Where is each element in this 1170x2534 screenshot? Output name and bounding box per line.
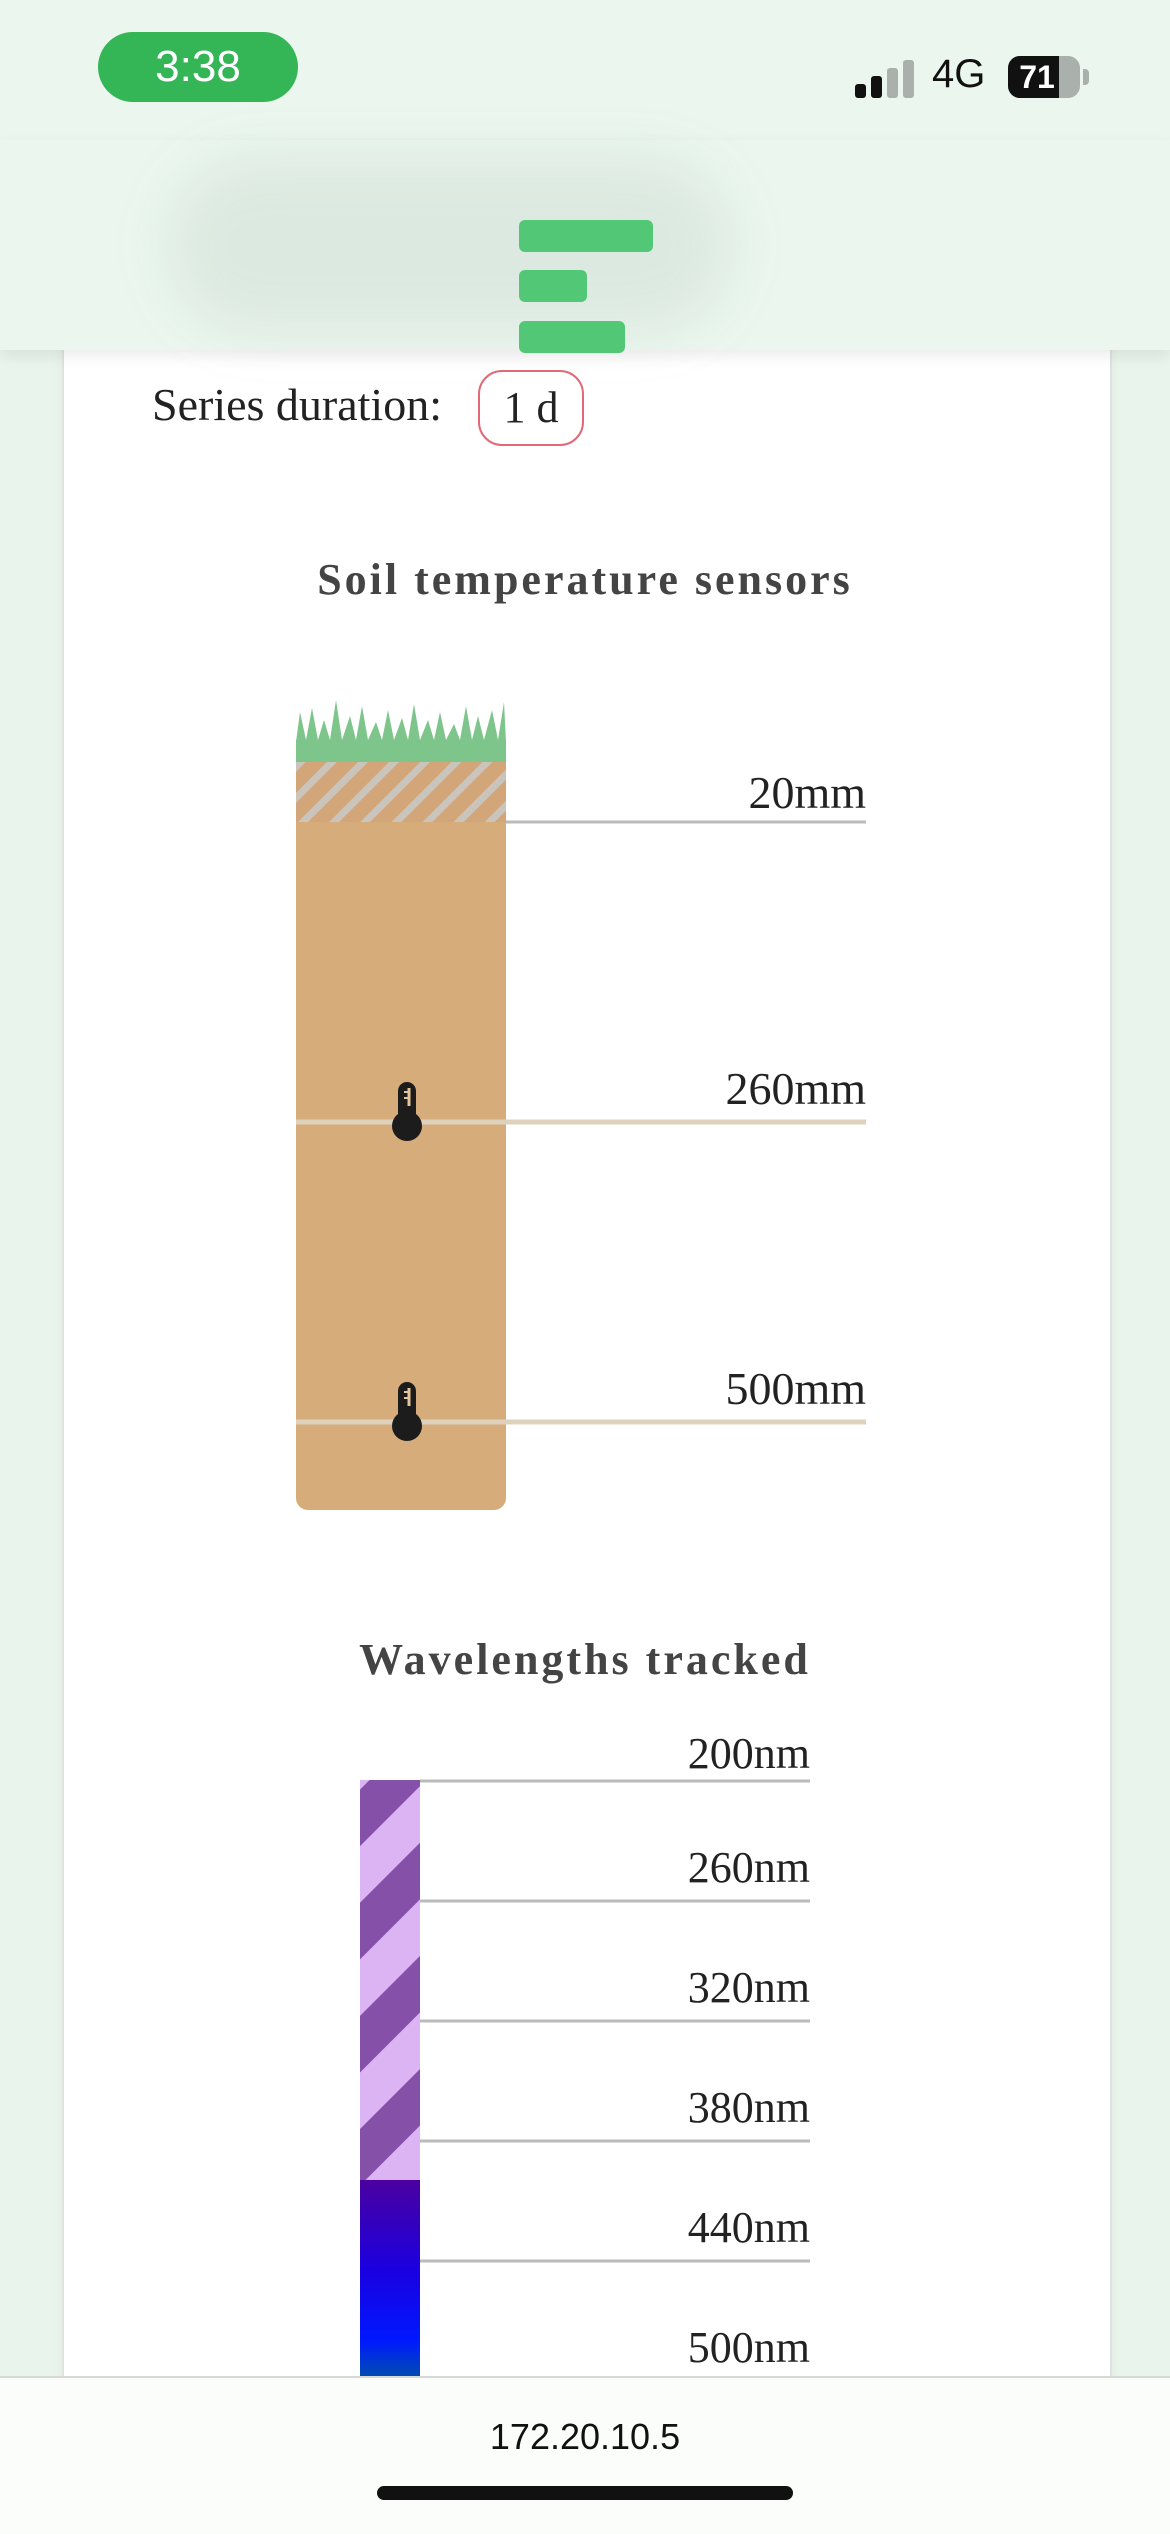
wavelength-label: 320nm: [687, 1963, 810, 2012]
battery-nub: [1083, 69, 1089, 85]
wavelength-label: 380nm: [687, 2083, 810, 2132]
grass-strip: [296, 740, 506, 762]
app-header: [0, 140, 1170, 353]
home-indicator[interactable]: [377, 2486, 793, 2500]
depth-label: 500mm: [725, 1363, 866, 1414]
battery-level: 71: [1019, 59, 1055, 95]
thermometer-icon: [392, 1382, 422, 1441]
battery-icon: 71: [1008, 56, 1080, 98]
network-type: 4G: [932, 52, 986, 96]
wavelength-label: 200nm: [687, 1729, 810, 1778]
wavelength-label: 260nm: [687, 1843, 810, 1892]
thermometer-icon: [392, 1082, 422, 1141]
sensor-diagrams: [296, 700, 866, 2380]
address-bar-url[interactable]: 172.20.10.5: [489, 2416, 681, 2457]
wavelength-bar: [360, 1780, 420, 2380]
soil-section-title: Soil temperature sensors: [317, 555, 853, 604]
wavelength-label: 440nm: [687, 2203, 810, 2252]
status-time[interactable]: 3:38: [98, 32, 298, 102]
content-card: [62, 300, 1112, 2420]
cellular-signal-icon: [855, 58, 917, 98]
depth-label: 20mm: [748, 767, 866, 818]
app-logo-icon[interactable]: [519, 180, 654, 353]
uv-band: [360, 1780, 420, 2180]
topsoil-hatch: [296, 760, 506, 822]
status-bar: 3:38 4G 71: [0, 0, 1170, 140]
wavelengths-section-title: Wavelengths tracked: [359, 1635, 811, 1684]
visible-band: [360, 2180, 420, 2380]
depth-label: 260mm: [725, 1063, 866, 1114]
grass-blades: [296, 700, 506, 742]
browser-bottom-bar: 172.20.10.5: [0, 2376, 1170, 2534]
series-duration-label: Series duration:: [152, 379, 442, 430]
wavelength-label: 500nm: [687, 2323, 810, 2372]
series-duration-input[interactable]: 1 d: [478, 370, 584, 446]
wavelength-lines: [420, 1779, 810, 2263]
